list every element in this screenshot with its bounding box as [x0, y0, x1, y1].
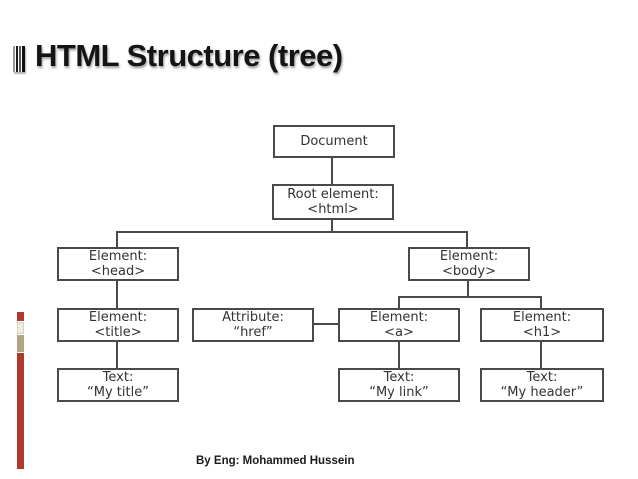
node-label-line: Element:	[88, 309, 148, 325]
connector-head-title	[116, 281, 118, 308]
node-label-line: Text:	[383, 369, 415, 385]
node-document: Document	[273, 125, 395, 158]
connector-h1-text	[540, 342, 542, 368]
node-label-line: “My link”	[369, 385, 429, 400]
slide-title: HTML Structure (tree)	[35, 38, 343, 73]
node-label-line: “My title”	[87, 385, 149, 400]
connector-title-text	[116, 342, 118, 368]
node-label-line: Element:	[512, 309, 572, 325]
connector-branch-h1	[540, 296, 542, 308]
node-element-head: Element: <head>	[57, 247, 179, 281]
connector-branch-body	[466, 231, 468, 247]
connector-root-branch	[331, 220, 333, 233]
node-label-line: Text:	[526, 369, 558, 385]
node-label-line: “My header”	[500, 385, 584, 400]
connector-branch-a	[398, 296, 400, 308]
connector-document-root	[331, 157, 333, 184]
accent-red-square	[17, 312, 24, 321]
node-attribute-href: Attribute: “href”	[192, 308, 314, 342]
node-label-line: Element:	[369, 309, 429, 325]
connector-branch-a-h1	[398, 296, 542, 298]
striped-bars-bullet-icon	[13, 46, 25, 72]
node-element-title: Element: <title>	[57, 308, 179, 342]
node-text-my-link: Text: “My link”	[338, 368, 460, 402]
connector-branch-head	[116, 231, 118, 247]
connector-attribute-a	[314, 323, 338, 325]
connector-branch-head-body	[116, 231, 468, 233]
accent-tan-segment	[17, 335, 24, 352]
connector-a-text	[398, 342, 400, 368]
node-label-line: <head>	[90, 264, 146, 279]
node-element-a: Element: <a>	[338, 308, 460, 342]
node-label-line: Document	[300, 133, 368, 149]
node-label-line: <html>	[307, 202, 359, 217]
node-root-element: Root element: <html>	[272, 184, 394, 220]
node-label-line: Attribute:	[222, 309, 284, 325]
accent-red-bar	[17, 353, 24, 469]
node-label-line: Element:	[88, 248, 148, 264]
node-label-line: Root element:	[287, 186, 379, 202]
node-label-line: Text:	[102, 369, 134, 385]
node-label-line: <title>	[94, 325, 142, 340]
slide-footer: By Eng: Mohammed Hussein	[196, 455, 355, 467]
node-label-line: <a>	[384, 325, 414, 340]
node-text-my-header: Text: “My header”	[480, 368, 604, 402]
node-text-my-title: Text: “My title”	[57, 368, 179, 402]
node-element-body: Element: <body>	[408, 247, 530, 281]
node-label-line: <body>	[442, 264, 496, 279]
connector-body-branch	[467, 281, 469, 297]
accent-cream-segment	[17, 322, 24, 334]
node-label-line: <h1>	[522, 325, 562, 340]
node-element-h1: Element: <h1>	[480, 308, 604, 342]
node-label-line: “href”	[233, 325, 273, 340]
node-label-line: Element:	[439, 248, 499, 264]
